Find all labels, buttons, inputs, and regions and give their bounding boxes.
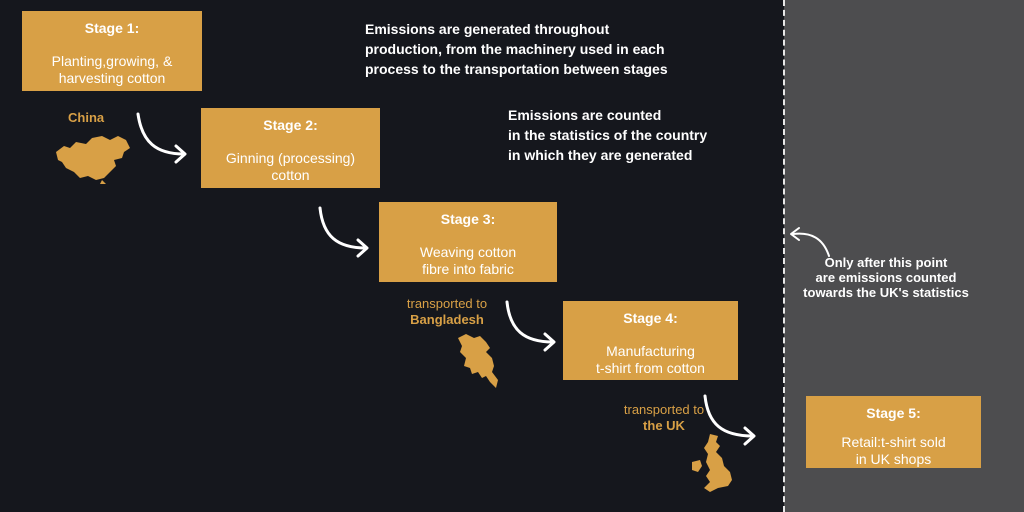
stage-2-box: Stage 2: Ginning (processing) cotton: [201, 108, 380, 188]
curved-arrow-icon: [318, 206, 369, 258]
stage-3-description: Weaving cotton fibre into fabric: [419, 244, 517, 277]
uk-transport-label: transported to the UK: [609, 402, 719, 434]
stage-2-description: Ginning (processing) cotton: [225, 150, 356, 183]
china-map-icon: [56, 136, 130, 184]
bangladesh-map-icon: [458, 334, 498, 388]
uk-map-icon: [692, 434, 732, 492]
stage-3-box: Stage 3: Weaving cotton fibre into fabri…: [379, 202, 557, 282]
emissions-generated-note: Emissions are generated throughout produ…: [365, 21, 668, 77]
stage-3-title: Stage 3:: [440, 211, 496, 227]
bangladesh-transport-label: transported to Bangladesh: [392, 296, 502, 328]
uk-statistics-note: Only after this point are emissions coun…: [803, 255, 969, 300]
uk-pointer-arrow-icon: [790, 227, 830, 257]
stage-5-description: Retail:t-shirt sold in UK shops: [841, 434, 946, 467]
uk-name: the UK: [643, 418, 685, 433]
stage-1-box: Stage 1: Planting,growing, & harvesting …: [22, 11, 202, 91]
china-label: China: [68, 110, 105, 125]
stage-2-title: Stage 2:: [263, 117, 318, 133]
stage-4-box: Stage 4: Manufacturing t-shirt from cott…: [563, 301, 738, 380]
curved-arrow-icon: [136, 112, 187, 164]
stage-5-box: Stage 5: Retail:t-shirt sold in UK shops: [806, 396, 981, 468]
stage-5-title: Stage 5:: [866, 405, 921, 421]
curved-arrow-icon: [703, 394, 756, 446]
curved-arrow-icon: [505, 300, 556, 352]
stage-1-title: Stage 1:: [84, 20, 140, 36]
bangladesh-name: Bangladesh: [410, 312, 484, 327]
uk-boundary-divider: [783, 0, 785, 512]
stage-4-title: Stage 4:: [623, 310, 678, 326]
uk-transport-text: transported to: [623, 402, 705, 417]
stage-4-description: Manufacturing t-shirt from cotton: [596, 343, 705, 376]
bangladesh-transport-text: transported to: [406, 296, 488, 311]
emissions-counted-note: Emissions are counted in the statistics …: [508, 107, 708, 163]
stage-1-description: Planting,growing, & harvesting cotton: [51, 53, 173, 86]
